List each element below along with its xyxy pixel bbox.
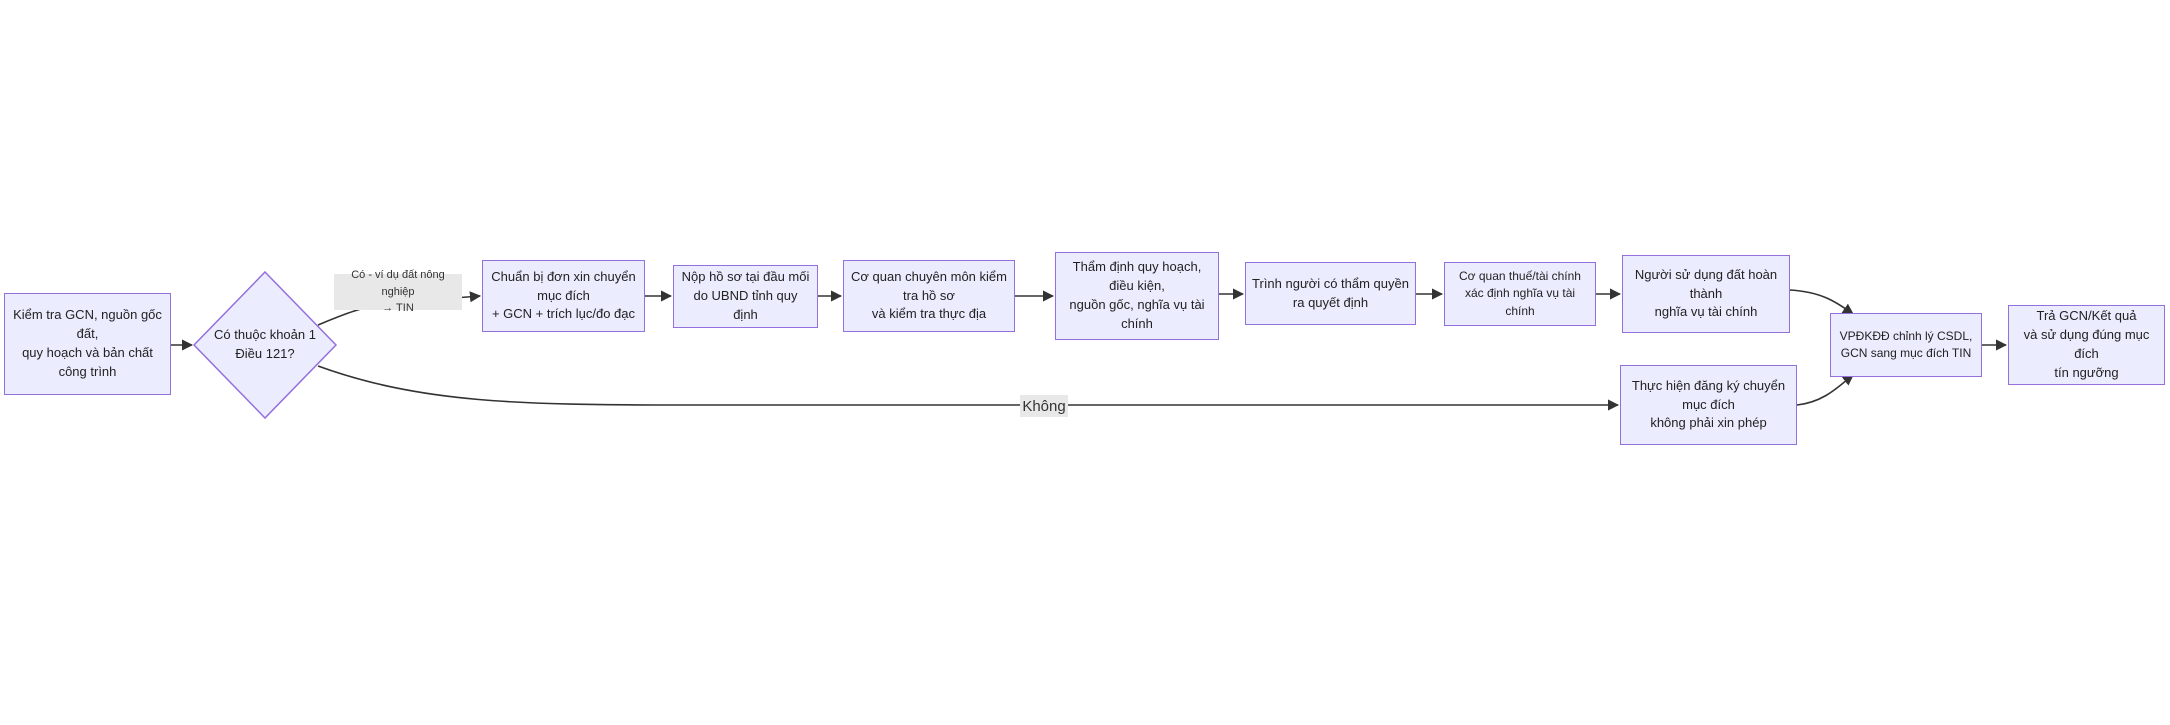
node-kiem-tra-label: Kiểm tra GCN, nguồn gốc đất, quy hoạch v… <box>13 307 162 379</box>
edge-decision-to-thuchien-no <box>317 365 1620 411</box>
node-tham-dinh-label: Thẩm định quy hoạch, điều kiện, nguồn gố… <box>1069 259 1205 331</box>
node-trinh-label: Trình người có thẩm quyền ra quyết định <box>1252 275 1409 310</box>
node-thuc-hien-dang-ky: Thực hiện đăng ký chuyển mục đích không … <box>1620 365 1797 445</box>
node-nguoi-su-dung-label: Người sử dụng đất hoàn thành nghĩa vụ tà… <box>1634 266 1778 320</box>
node-co-quan-chuyen-mon: Cơ quan chuyên môn kiểm tra hồ sơ và kiể… <box>843 260 1015 332</box>
node-co-quan-chuyen-mon-label: Cơ quan chuyên môn kiểm tra hồ sơ và kiể… <box>851 268 1007 322</box>
edge-label-yes: Có - ví dụ đất nông nghiệp → TIN <box>334 269 462 314</box>
node-nop-ho-so-label: Nộp hồ sơ tại đầu mối do UBND tỉnh quy đ… <box>681 269 810 322</box>
edge-thuchien-to-vpdkdd <box>1796 374 1854 406</box>
node-chuan-bi: Chuẩn bị đơn xin chuyển mục đích + GCN +… <box>482 260 645 332</box>
node-kiem-tra: Kiểm tra GCN, nguồn gốc đất, quy hoạch v… <box>4 293 171 395</box>
node-vpdkdd-label: VPĐKĐĐ chỉnh lý CSDL, GCN sang mục đích … <box>1839 328 1973 360</box>
edge-nguoisd-to-vpdkdd <box>1789 289 1854 315</box>
node-vpdkdd: VPĐKĐĐ chỉnh lý CSDL, GCN sang mục đích … <box>1830 313 1982 377</box>
node-tra-gcn: Trả GCN/Kết quả và sử dụng đúng mục đích… <box>2008 305 2165 385</box>
node-trinh: Trình người có thẩm quyền ra quyết định <box>1245 262 1416 325</box>
node-thuc-hien-dang-ky-label: Thực hiện đăng ký chuyển mục đích không … <box>1631 377 1786 431</box>
node-nguoi-su-dung: Người sử dụng đất hoàn thành nghĩa vụ tà… <box>1622 255 1790 333</box>
node-nop-ho-so: Nộp hồ sơ tại đầu mối do UBND tỉnh quy đ… <box>673 265 818 328</box>
decision-label: Có thuộc khoản 1 Điều 121? <box>214 327 316 361</box>
node-tham-dinh: Thẩm định quy hoạch, điều kiện, nguồn gố… <box>1055 252 1219 340</box>
node-chuan-bi-label: Chuẩn bị đơn xin chuyển mục đích + GCN +… <box>491 268 636 322</box>
decision-diamond <box>192 270 338 420</box>
edge-label-no: Không <box>1020 395 1068 417</box>
node-co-quan-thue: Cơ quan thuế/tài chính xác định nghĩa vụ… <box>1444 262 1596 326</box>
node-co-quan-thue-label: Cơ quan thuế/tài chính xác định nghĩa vụ… <box>1459 268 1581 318</box>
node-tra-gcn-label: Trả GCN/Kết quả và sử dụng đúng mục đích… <box>2023 308 2150 380</box>
